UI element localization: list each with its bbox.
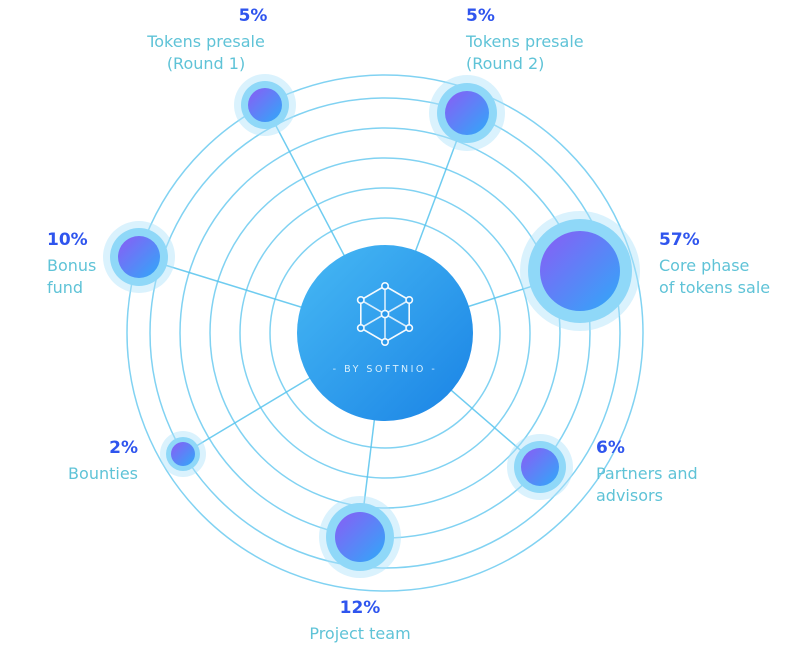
center-caption: - BY SOFTNIO - xyxy=(333,364,438,375)
allocation-label-core-phase: 57% Core phase of tokens sale xyxy=(659,230,809,299)
allocation-node-project-team xyxy=(319,496,401,578)
node-core xyxy=(335,512,385,562)
node-core xyxy=(521,448,559,486)
allocation-node-partners-advisors xyxy=(507,434,573,500)
allocation-node-presale-round-1 xyxy=(234,74,296,136)
allocation-node-presale-round-2 xyxy=(429,75,505,151)
orbit-ring xyxy=(149,97,621,569)
allocation-node-core-phase xyxy=(520,211,640,331)
allocation-name: Project team xyxy=(309,624,411,643)
node-core xyxy=(248,88,282,122)
allocation-label-project-team: 12% Project team xyxy=(272,598,448,645)
hexagon-network-icon xyxy=(356,281,414,346)
allocation-percent: 6% xyxy=(596,438,625,458)
allocation-percent: 2% xyxy=(109,438,138,458)
allocation-name: Bounties xyxy=(68,464,138,483)
allocation-name: Core phase xyxy=(659,256,750,275)
orbit-ring xyxy=(126,74,644,592)
orbit-ring xyxy=(239,187,531,479)
allocation-name: advisors xyxy=(596,486,663,505)
allocation-label-presale-round-2: 5% Tokens presale (Round 2) xyxy=(466,6,646,75)
allocation-percent: 5% xyxy=(238,6,268,26)
allocation-label-presale-round-1: 5% Tokens presale (Round 1) xyxy=(118,6,294,75)
node-core xyxy=(540,231,620,311)
allocation-name: (Round 2) xyxy=(466,54,545,73)
allocation-label-bounties: 2% Bounties xyxy=(26,438,138,485)
orbit-ring xyxy=(269,217,501,449)
allocation-name: (Round 1) xyxy=(166,54,246,73)
allocation-node-bounties xyxy=(160,431,206,477)
allocation-name: Partners and xyxy=(596,464,698,483)
allocation-node-bonus-fund xyxy=(103,221,175,293)
allocation-name: of tokens sale xyxy=(659,278,771,297)
allocation-percent: 12% xyxy=(339,598,381,618)
allocation-name: Tokens presale xyxy=(147,32,265,51)
center-hub: - BY SOFTNIO - xyxy=(297,245,473,421)
allocation-name: Tokens presale xyxy=(466,32,584,51)
allocation-percent: 5% xyxy=(466,6,495,26)
node-core xyxy=(118,236,160,278)
allocation-label-bonus-fund: 10% Bonus fund xyxy=(47,230,177,299)
node-core xyxy=(445,91,489,135)
allocation-name: fund xyxy=(47,278,84,297)
allocation-name: Bonus xyxy=(47,256,97,275)
orbit-ring xyxy=(209,157,561,509)
allocation-percent: 57% xyxy=(659,230,700,250)
allocation-percent: 10% xyxy=(47,230,88,250)
allocation-label-partners-advisors: 6% Partners and advisors xyxy=(596,438,756,507)
node-core xyxy=(171,442,195,466)
